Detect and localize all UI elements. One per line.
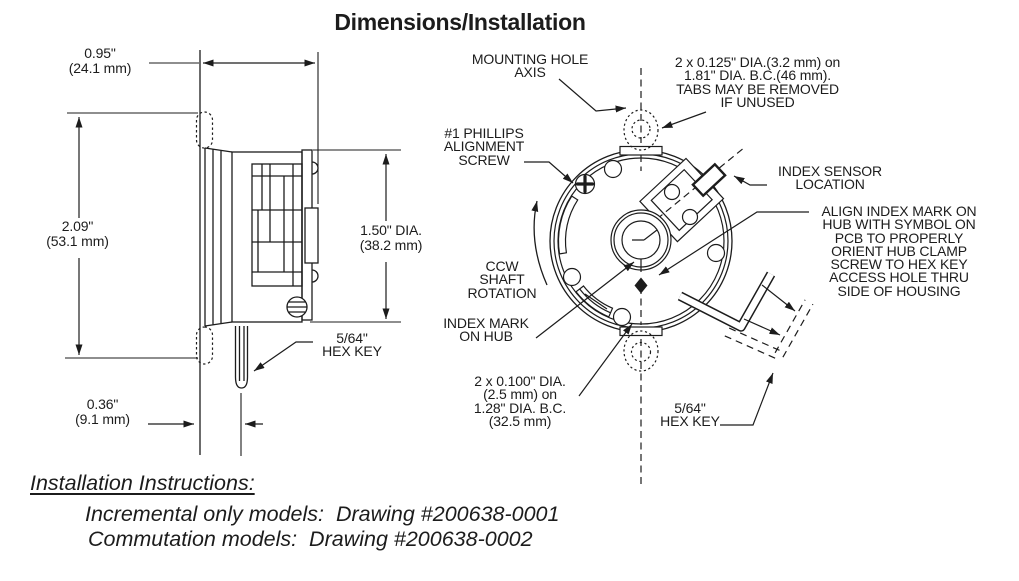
ccw-rotation-label: CCW SHAFT ROTATION [467, 258, 537, 301]
hex-key-face-label: 5/64" HEX KEY [660, 400, 720, 430]
tabs-note-label: 2 x 0.125" DIA.(3.2 mm) on 1.81" DIA. B.… [674, 54, 841, 110]
holes-note-label: 2 x 0.100" DIA. (2.5 mm) on 1.28" DIA. B… [473, 373, 567, 429]
dim-width-label: 0.95" (24.1 mm) [68, 45, 132, 76]
instructions-line: Commutation models: Drawing #200638-0002 [88, 527, 533, 551]
instructions-line: Incremental only models: Drawing #200638… [85, 502, 560, 526]
index-sensor-label: INDEX SENSOR LOCATION [778, 163, 882, 193]
face-view-drawing [524, 68, 814, 487]
side-view-drawing [65, 50, 401, 456]
instructions-heading: Installation Instructions: [30, 471, 255, 495]
alignment-screw-label: #1 PHILLIPS ALIGNMENT SCREW [443, 125, 525, 168]
mounting-hole-axis-label: MOUNTING HOLE AXIS [471, 51, 589, 81]
dim-cover-dia-label: 1.50" DIA. (38.2 mm) [359, 222, 423, 253]
page-title: Dimensions/Installation [334, 9, 586, 35]
align-note-label: ALIGN INDEX MARK ON HUB WITH SYMBOL ON P… [821, 203, 977, 299]
dim-shaft-label: 0.36" (9.1 mm) [75, 396, 130, 427]
hex-key-side-label: 5/64" HEX KEY [322, 330, 382, 360]
index-mark-label: INDEX MARK ON HUB [443, 315, 529, 345]
dim-height-label: 2.09" (53.1 mm) [46, 218, 109, 249]
